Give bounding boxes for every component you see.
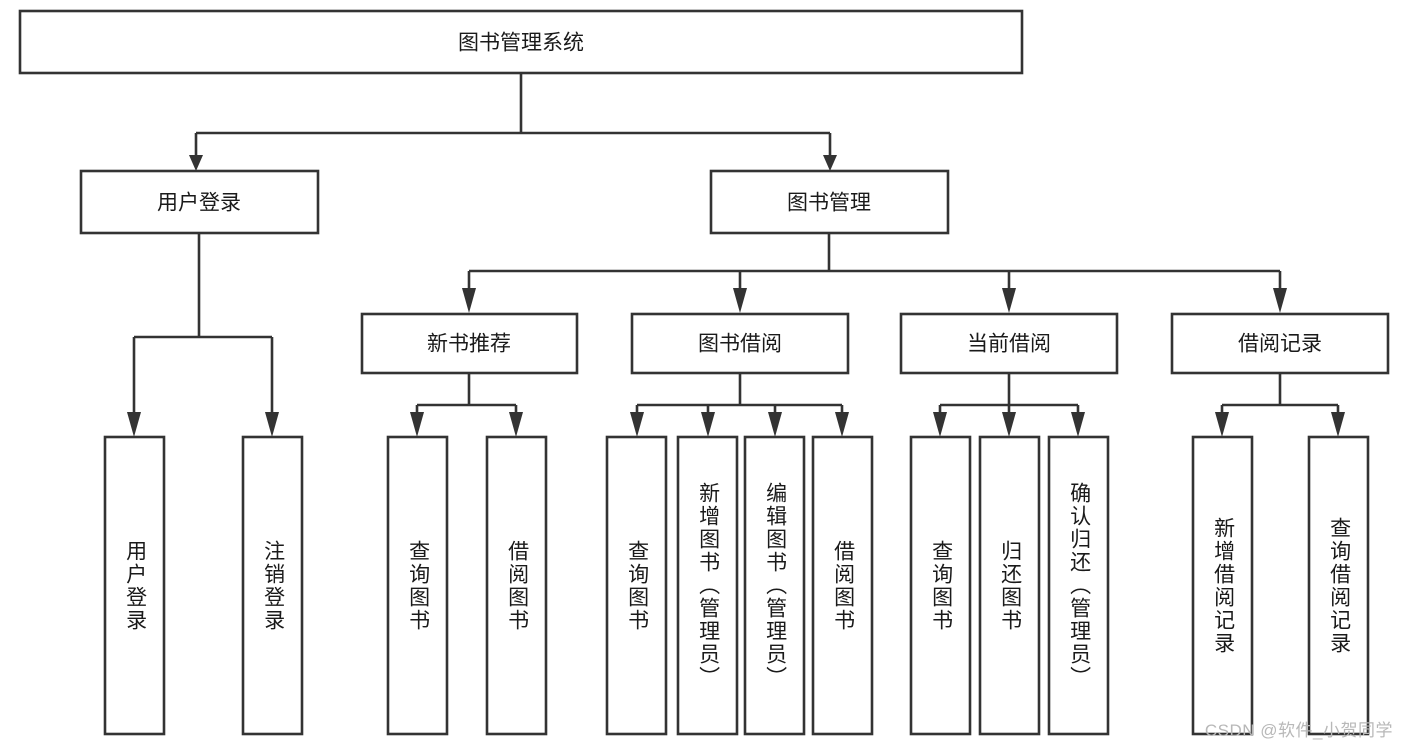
leaf-box[interactable] <box>103 435 166 736</box>
node-user-login-label: 用户登录 <box>157 192 241 215</box>
leaf-box[interactable] <box>909 435 972 736</box>
connector-current-borrow-branch <box>933 373 1085 437</box>
node-book-borrow[interactable]: 图书借阅 <box>630 312 850 375</box>
connector-borrow-record-branch <box>1215 373 1345 437</box>
node-borrow-record[interactable]: 借阅记录 <box>1170 312 1390 375</box>
leaf-box[interactable] <box>743 435 806 736</box>
leaf-box[interactable] <box>485 435 548 736</box>
node-current-borrow[interactable]: 当前借阅 <box>899 312 1119 375</box>
connector-new-book-branch <box>410 373 523 437</box>
leaf-box[interactable] <box>1191 435 1254 736</box>
watermark-text: CSDN @软件_小贺同学 <box>1204 721 1393 740</box>
leaf-box[interactable] <box>676 435 739 736</box>
node-new-book-recommend-label: 新书推荐 <box>427 333 511 356</box>
node-current-borrow-label: 当前借阅 <box>967 333 1051 356</box>
node-book-manage-label: 图书管理 <box>787 192 871 215</box>
leaf-box[interactable] <box>386 435 449 736</box>
leaf-box[interactable] <box>1307 435 1370 736</box>
leaf-box[interactable] <box>811 435 874 736</box>
leaf-box[interactable] <box>1047 435 1110 736</box>
node-root[interactable]: 图书管理系统 <box>18 9 1024 75</box>
leaf-box-group <box>103 435 1370 736</box>
connector-user-login-branch <box>127 233 279 437</box>
node-root-label: 图书管理系统 <box>458 32 584 55</box>
node-new-book-recommend[interactable]: 新书推荐 <box>360 312 579 375</box>
leaf-box[interactable] <box>605 435 668 736</box>
leaf-box[interactable] <box>241 435 304 736</box>
node-user-login[interactable]: 用户登录 <box>79 169 320 235</box>
node-book-manage[interactable]: 图书管理 <box>709 169 950 235</box>
connector-root-stem <box>189 74 837 171</box>
node-borrow-record-label: 借阅记录 <box>1238 333 1322 356</box>
leaf-box[interactable] <box>978 435 1041 736</box>
connector-book-borrow-branch <box>630 373 849 437</box>
connector-book-manage-branch <box>462 233 1287 313</box>
node-book-borrow-label: 图书借阅 <box>698 333 782 356</box>
